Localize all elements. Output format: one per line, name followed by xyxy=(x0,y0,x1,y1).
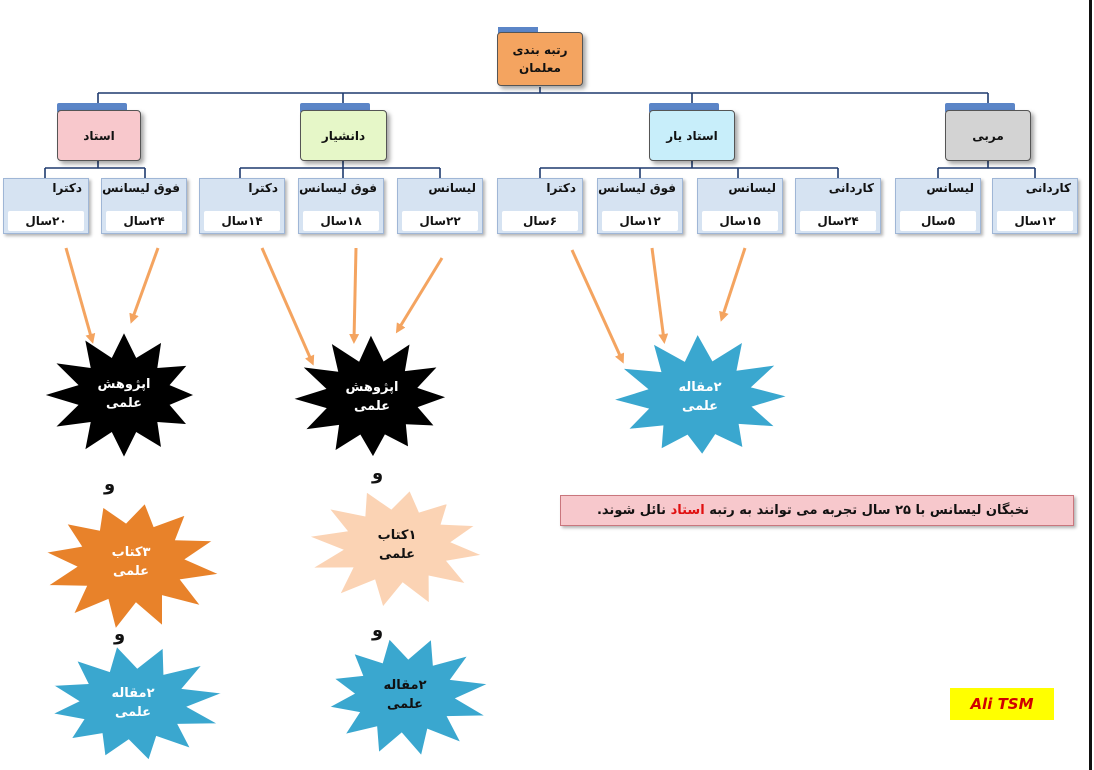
star-line1: اپژوهش xyxy=(97,377,151,393)
leaf-degree: کاردانی xyxy=(828,181,874,195)
root-line1: رتبه بندی xyxy=(512,43,568,57)
starburst-polygon xyxy=(44,502,221,631)
starburst-polygon xyxy=(306,489,484,609)
star-line1: ۱کتاب xyxy=(377,528,417,544)
leaf-degree: فوق لیسانس xyxy=(102,181,180,195)
rank-morabi: مربی xyxy=(945,110,1031,161)
star-shape xyxy=(306,489,484,609)
star-shape xyxy=(44,502,221,631)
starburst-polygon xyxy=(611,332,790,456)
leaf-degree: کاردانی xyxy=(1025,181,1071,195)
leaf-ostad-doktora: دکترا ۲۰سال xyxy=(3,178,89,234)
star-line2: علمی xyxy=(681,399,719,414)
note-text-before: نخبگان لیسانس با ۲۵ سال تجربه می توانند … xyxy=(709,503,1029,518)
star-line1: اپژوهش xyxy=(345,380,399,396)
leaf-years: ۲۲سال xyxy=(402,211,478,231)
rank-morabi-label: مربی xyxy=(972,128,1004,143)
leaf-years: ۲۴سال xyxy=(106,211,182,231)
star-line1: ۲مقاله xyxy=(383,678,427,694)
star-shape xyxy=(42,330,196,459)
leaf-morabi-lisans: لیسانس ۵سال xyxy=(895,178,981,234)
leaf-degree: دکترا xyxy=(52,181,82,195)
note-box: نخبگان لیسانس با ۲۵ سال تجربه می توانند … xyxy=(560,495,1074,526)
starburst-polygon xyxy=(42,330,196,459)
star-line2: علمی xyxy=(114,705,152,720)
starburst-polygon xyxy=(51,645,223,762)
starburst-polygon xyxy=(327,637,490,757)
rank-tab-morabi xyxy=(945,103,1015,113)
leaf-degree: دکترا xyxy=(546,181,576,195)
leaf-degree: فوق لیسانس xyxy=(598,181,676,195)
leaf-morabi-kardani: کاردانی ۱۲سال xyxy=(992,178,1078,234)
rank-tab-daneshyar xyxy=(300,103,370,113)
leaf-years: ۱۲سال xyxy=(602,211,678,231)
star-daneshyar-article: ۲مقاله علمی xyxy=(316,630,494,762)
star-line1: ۳کتاب xyxy=(111,545,151,561)
star-line1: ۲مقاله xyxy=(678,380,722,396)
star-shape xyxy=(51,645,223,762)
conjunction-daneshyar-2: و xyxy=(372,620,384,641)
conjunction-daneshyar-1: و xyxy=(372,463,384,484)
star-shape xyxy=(291,333,449,459)
leaf-ostadyar-lisans: لیسانس ۱۵سال xyxy=(697,178,783,234)
root-line2: معلمان xyxy=(519,61,561,75)
leaf-degree: لیسانس xyxy=(926,181,974,195)
leaf-daneshyar-lisans: لیسانس ۲۲سال xyxy=(397,178,483,234)
conjunction-ostad-2: و xyxy=(114,624,126,645)
star-line2: علمی xyxy=(105,396,143,411)
note-text-after: نائل شوند. xyxy=(596,503,667,518)
leaf-ostad-foghlisans: فوق لیسانس ۲۴سال xyxy=(101,178,187,234)
leaf-years: ۱۵سال xyxy=(702,211,778,231)
rank-tab-ostad xyxy=(57,103,127,113)
star-shape xyxy=(327,637,490,757)
author-signature: Ali TSM xyxy=(950,688,1054,720)
leaf-daneshyar-doktora: دکترا ۱۴سال xyxy=(199,178,285,234)
star-ostad-book: ۳کتاب علمی xyxy=(36,492,226,634)
leaf-degree: دکترا xyxy=(248,181,278,195)
rank-ostadyar: استاد یار xyxy=(649,110,735,161)
star-ostad-article: ۲مقاله علمی xyxy=(38,640,228,768)
rank-ostadyar-label: استاد یار xyxy=(666,128,718,143)
root-tab xyxy=(498,27,538,33)
right-border xyxy=(1089,0,1092,770)
leaf-daneshyar-foghlisans: فوق لیسانس ۱۸سال xyxy=(298,178,384,234)
leaf-years: ۱۴سال xyxy=(204,211,280,231)
leaf-years: ۲۴سال xyxy=(800,211,876,231)
star-line2: علمی xyxy=(378,547,416,562)
leaf-ostadyar-kardani: کاردانی ۲۴سال xyxy=(795,178,881,234)
star-ostadyar-article: ۲مقاله علمی xyxy=(606,330,794,466)
star-line1: ۲مقاله xyxy=(111,686,155,702)
leaf-years: ۱۸سال xyxy=(303,211,379,231)
leaf-years: ۲۰سال xyxy=(8,211,84,231)
rank-tab-ostadyar xyxy=(649,103,719,113)
star-line2: علمی xyxy=(386,697,424,712)
leaf-years: ۶سال xyxy=(502,211,578,231)
star-daneshyar-book: ۱کتاب علمی xyxy=(302,480,492,612)
star-shape xyxy=(611,332,790,456)
rank-daneshyar-label: دانشیار xyxy=(321,128,366,143)
leaf-degree: لیسانس xyxy=(728,181,776,195)
rank-ostad: استاد xyxy=(57,110,141,161)
leaf-ostadyar-foghlisans: فوق لیسانس ۱۲سال xyxy=(597,178,683,234)
leaf-degree: لیسانس xyxy=(428,181,476,195)
leaf-years: ۵سال xyxy=(900,211,976,231)
conjunction-ostad-1: و xyxy=(104,474,116,495)
rank-ostad-label: استاد xyxy=(83,128,115,143)
star-daneshyar-research: اپژوهش علمی xyxy=(288,330,456,466)
leaf-ostadyar-doktora: دکترا ۶سال xyxy=(497,178,583,234)
star-line2: علمی xyxy=(112,564,150,579)
starburst-polygon xyxy=(291,333,449,459)
root-node: رتبه بندی معلمان xyxy=(497,32,583,86)
leaf-degree: فوق لیسانس xyxy=(299,181,377,195)
leaf-years: ۱۲سال xyxy=(997,211,1073,231)
note-highlight: استاد xyxy=(670,503,705,518)
rank-daneshyar: دانشیار xyxy=(300,110,387,161)
star-ostad-research: اپژوهش علمی xyxy=(40,326,208,464)
star-line2: علمی xyxy=(353,399,391,414)
